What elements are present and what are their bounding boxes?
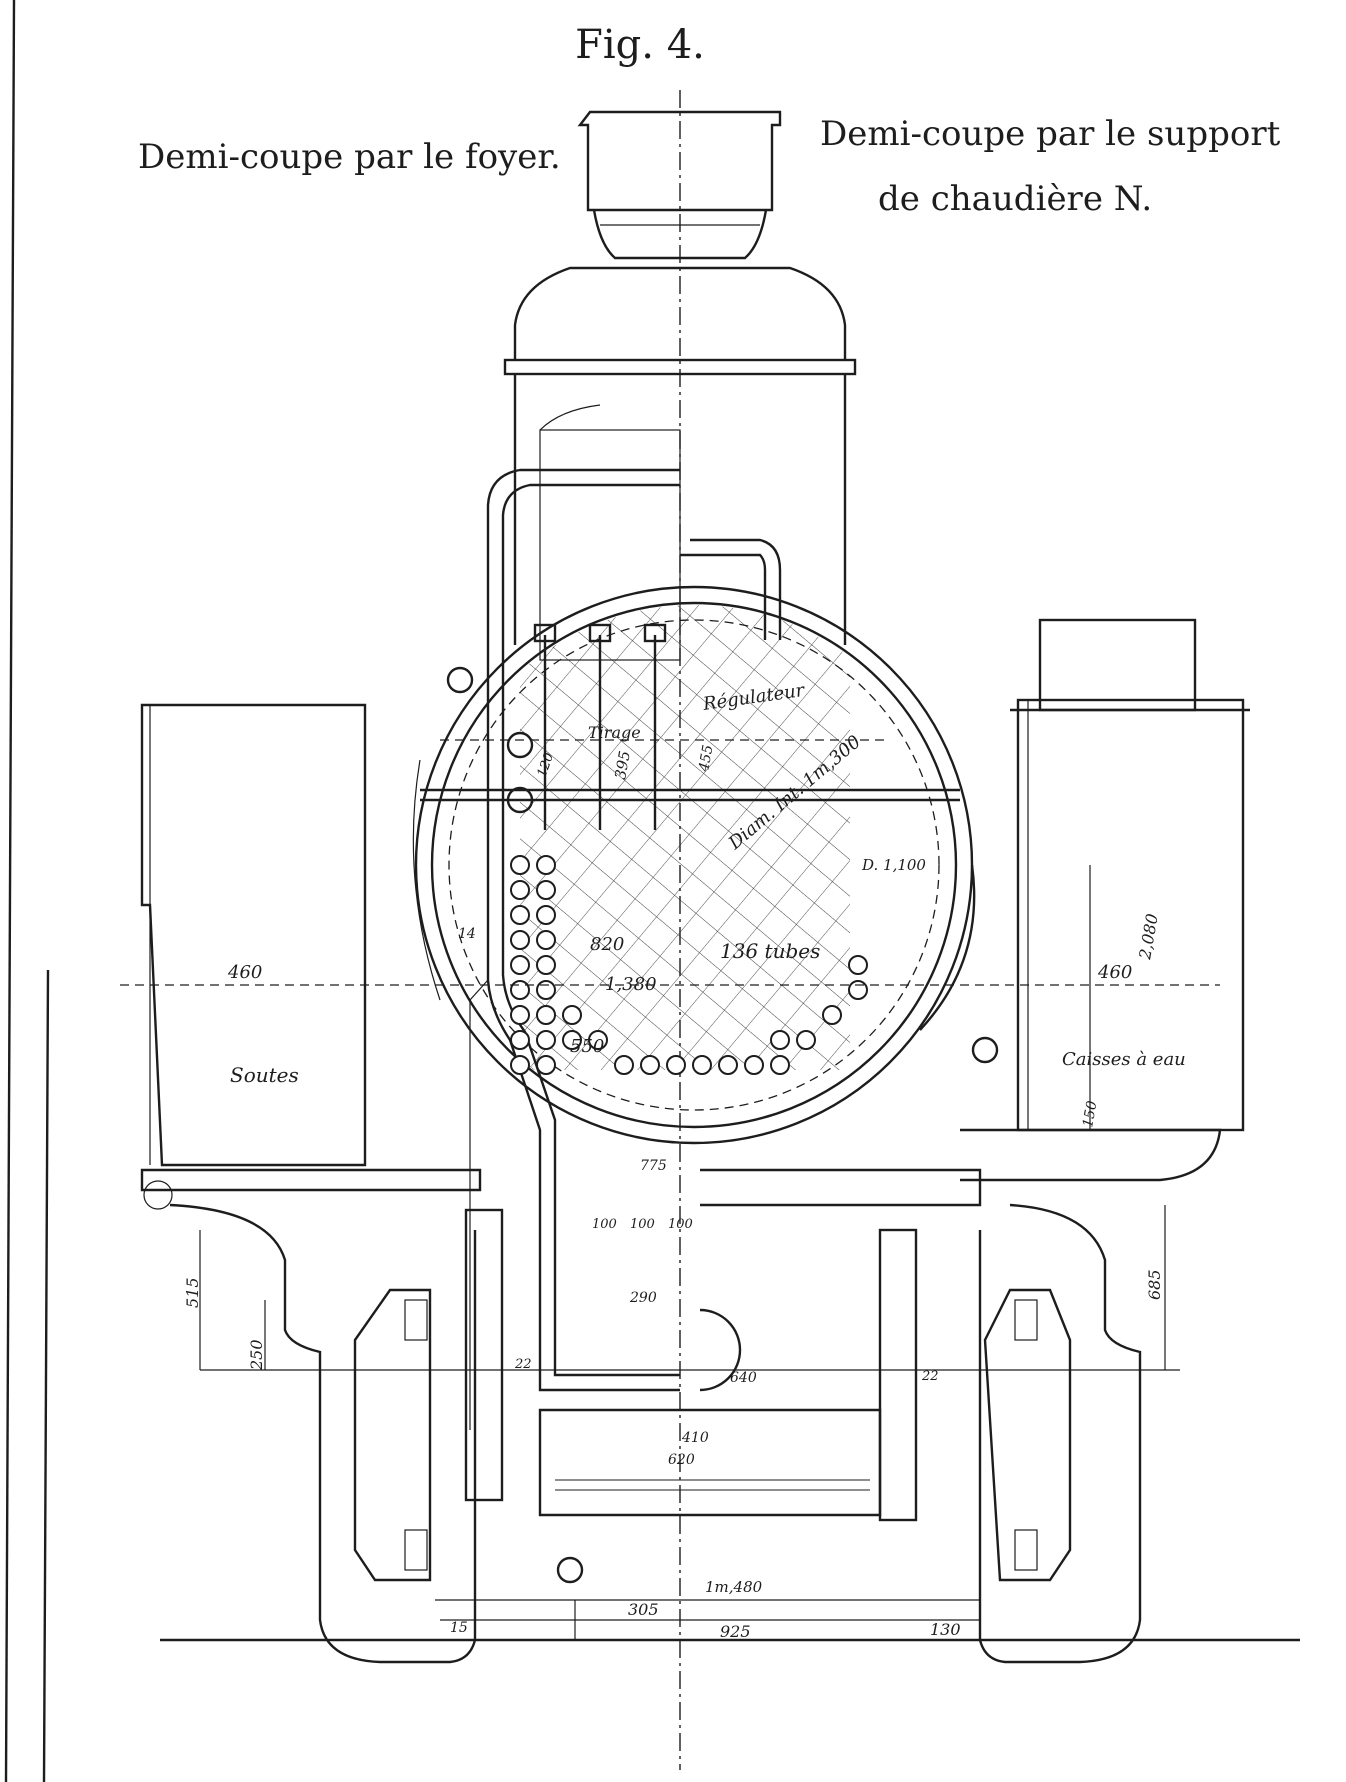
boiler-tube <box>536 930 556 950</box>
left-inner-border-line <box>42 969 50 1782</box>
boiler-tube <box>614 1055 634 1075</box>
boiler-tube <box>510 1030 530 1050</box>
label-d-1100: D. 1,100 <box>861 856 926 874</box>
dim-100-b: 100 <box>630 1217 655 1232</box>
steam-dome <box>503 266 857 661</box>
dim-395: 395 <box>611 749 634 780</box>
boiler-tube <box>562 1005 582 1025</box>
boiler-tube <box>562 1030 582 1050</box>
dim-775: 775 <box>640 1158 667 1174</box>
boiler-tube <box>510 880 530 900</box>
dim-22-left: 22 <box>514 1357 532 1372</box>
boiler-tube <box>536 1030 556 1050</box>
boiler-stays <box>420 623 960 830</box>
dim-410: 410 <box>681 1430 709 1446</box>
boiler-tube <box>692 1055 712 1075</box>
boiler-tube <box>822 1005 842 1025</box>
boiler-barrel <box>412 585 976 1145</box>
dim-925: 925 <box>720 1622 751 1641</box>
dim-550: 550 <box>570 1036 604 1057</box>
boiler-tube <box>640 1055 660 1075</box>
boiler-tube <box>848 980 868 1000</box>
boiler-tube <box>536 980 556 1000</box>
dim-620: 620 <box>668 1452 695 1468</box>
boiler-tube <box>536 880 556 900</box>
boiler-tube <box>536 955 556 975</box>
ash-pan <box>538 1308 882 1584</box>
dim-305: 305 <box>628 1600 659 1619</box>
dim-460-right: 460 <box>1097 962 1132 983</box>
right-title-line2: de chaudière N. <box>878 179 1152 219</box>
boiler-tube <box>796 1030 816 1050</box>
label-tirage: Tirage <box>588 723 641 742</box>
dim-100-a: 100 <box>592 1217 617 1232</box>
running-plate <box>140 1128 1222 1210</box>
boiler-tube <box>536 1005 556 1025</box>
dim-22-right: 22 <box>921 1369 939 1384</box>
right-horn-guide <box>878 1203 1142 1664</box>
chimney <box>577 110 782 260</box>
figure-label: Fig. 4. <box>575 22 705 68</box>
dim-250: 250 <box>247 1339 266 1371</box>
left-border-line <box>4 0 16 1782</box>
boiler-tube <box>510 930 530 950</box>
boiler-tube <box>536 855 556 875</box>
boiler-tube <box>510 1005 530 1025</box>
dim-640: 640 <box>730 1370 757 1386</box>
left-horn-guide <box>169 1203 504 1664</box>
tube-plate-lattice <box>520 605 850 1070</box>
dim-14: 14 <box>458 926 476 942</box>
regulator-pipe <box>446 538 999 1064</box>
dimension-lines <box>120 865 1220 1640</box>
label-soutes: Soutes <box>230 1063 299 1087</box>
boiler-tube <box>666 1055 686 1075</box>
boiler-tube <box>718 1055 738 1075</box>
boiler-tube <box>536 905 556 925</box>
dim-460-left: 460 <box>227 962 262 983</box>
boiler-tube <box>510 955 530 975</box>
boiler-tube <box>770 1030 790 1050</box>
boiler-tube <box>588 1030 608 1050</box>
dim-820: 820 <box>590 934 624 955</box>
dim-150: 150 <box>1080 1100 1100 1129</box>
dim-685: 685 <box>1145 1269 1164 1300</box>
boiler-tube <box>510 855 530 875</box>
dim-2080: 2,080 <box>1135 912 1162 961</box>
dim-1380: 1,380 <box>605 974 657 995</box>
dim-130: 130 <box>930 1620 961 1639</box>
coal-bunker <box>140 703 367 1167</box>
dim-515: 515 <box>183 1277 202 1308</box>
boiler-tube <box>510 1055 530 1075</box>
boiler-tube <box>536 1055 556 1075</box>
boiler-tube <box>510 980 530 1000</box>
dim-1480: 1m,480 <box>705 1578 763 1596</box>
boiler-tubes <box>510 855 868 1075</box>
right-title-line1: Demi-coupe par le support <box>820 114 1281 154</box>
dim-100-c: 100 <box>668 1217 693 1232</box>
dim-290: 290 <box>629 1290 657 1306</box>
boiler-tube <box>744 1055 764 1075</box>
label-136-tubes: 136 tubes <box>720 939 820 963</box>
label-caisses-a-eau: Caisses à eau <box>1062 1049 1186 1070</box>
left-title: Demi-coupe par le foyer. <box>138 137 561 177</box>
dim-15: 15 <box>450 1620 468 1636</box>
dim-455: 455 <box>696 744 717 774</box>
boiler-tube <box>770 1055 790 1075</box>
boiler-tube <box>848 955 868 975</box>
boiler-tube <box>510 905 530 925</box>
